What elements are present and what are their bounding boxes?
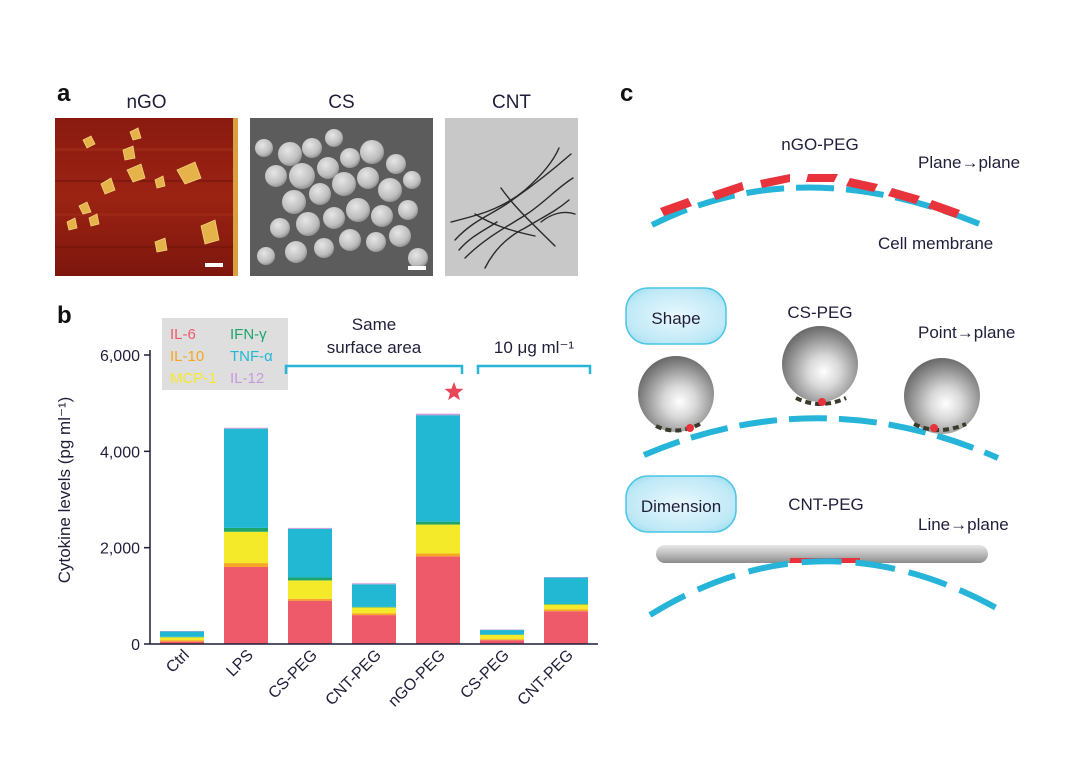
group-label-0-line1: Same bbox=[352, 315, 396, 334]
bar-4-IL-12 bbox=[416, 413, 460, 416]
bar-6-MCP-1 bbox=[544, 604, 588, 610]
bar-2-MCP-1 bbox=[288, 580, 332, 599]
cell-membrane-1 bbox=[650, 184, 984, 228]
cs-peg-label: CS-PEG bbox=[787, 303, 852, 322]
group-bracket-1 bbox=[476, 364, 592, 374]
bar-0-IL-10 bbox=[160, 640, 204, 642]
bar-3-IL-10 bbox=[352, 613, 396, 616]
ngo-peg-label: nGO-PEG bbox=[781, 135, 858, 154]
ngo-image-title: nGO bbox=[126, 92, 167, 113]
bar-2-IL-12 bbox=[288, 527, 332, 529]
shape-button-label: Shape bbox=[651, 309, 700, 328]
bar-1-MCP-1 bbox=[224, 531, 268, 564]
cell-membrane-2 bbox=[642, 415, 1000, 461]
star-annotation bbox=[444, 382, 464, 401]
group-label-0-line2: surface area bbox=[327, 338, 422, 357]
cnt-image-title: CNT bbox=[491, 92, 532, 113]
bar-5-IL-6 bbox=[480, 640, 524, 644]
interaction-schematic: nGO-PEG Plane→plane Cell membrane Shape … bbox=[625, 135, 1020, 618]
bar-5-TNF-α bbox=[480, 630, 524, 635]
ngo-sheets bbox=[660, 174, 960, 218]
dimension-button-label: Dimension bbox=[641, 497, 721, 516]
chart-groups: Same surface area 10 μg ml⁻¹ bbox=[284, 315, 592, 401]
legend-box bbox=[162, 318, 288, 390]
line-plane-label: Line→plane bbox=[918, 515, 1009, 534]
x-tick-label-5: CS-PEG bbox=[457, 647, 512, 702]
y-tick-label: 0 bbox=[131, 637, 140, 654]
legend-item-IL-6: IL-6 bbox=[170, 326, 196, 343]
cell-membrane-3 bbox=[648, 558, 1002, 618]
legend-item-IFN-γ: IFN-γ bbox=[230, 326, 267, 343]
plane-plane-label: Plane→plane bbox=[918, 153, 1020, 172]
group-bracket-0 bbox=[284, 364, 464, 374]
x-tick-label-1: LPS bbox=[223, 647, 256, 680]
y-tick-label: 6,000 bbox=[100, 348, 140, 365]
x-tick-label-6: CNT-PEG bbox=[515, 647, 577, 709]
bar-1-TNF-α bbox=[224, 428, 268, 528]
cnt-tem-image bbox=[445, 118, 578, 276]
bar-2-IL-6 bbox=[288, 600, 332, 644]
bar-3-MCP-1 bbox=[352, 607, 396, 614]
bar-3-IL-6 bbox=[352, 615, 396, 644]
bar-6-IL-6 bbox=[544, 611, 588, 644]
sphere-1 bbox=[638, 356, 714, 432]
x-tick-label-2: CS-PEG bbox=[265, 647, 320, 702]
bar-4-IL-6 bbox=[416, 556, 460, 644]
cs-image-title: CS bbox=[328, 92, 355, 113]
bar-6-IL-10 bbox=[544, 609, 588, 612]
x-tick-label-3: CNT-PEG bbox=[323, 647, 385, 709]
bar-4-IFN-γ bbox=[416, 521, 460, 525]
bar-0-MCP-1 bbox=[160, 637, 204, 641]
bar-0-TNF-α bbox=[160, 631, 204, 637]
bar-2-IL-10 bbox=[288, 598, 332, 601]
bar-3-IL-12 bbox=[352, 583, 396, 585]
bar-4-TNF-α bbox=[416, 415, 460, 522]
y-axis-label: Cytokine levels (pg ml⁻¹) bbox=[55, 397, 74, 584]
y-tick-label: 4,000 bbox=[100, 444, 140, 461]
bar-4-IL-10 bbox=[416, 553, 460, 557]
panel-a-letter: a bbox=[57, 80, 71, 107]
bar-4-MCP-1 bbox=[416, 524, 460, 554]
panel-b-letter: b bbox=[57, 302, 72, 329]
bar-6-TNF-α bbox=[544, 577, 588, 605]
group-label-1: 10 μg ml⁻¹ bbox=[494, 338, 575, 357]
bar-1-IL-12 bbox=[224, 427, 268, 429]
cnt-peg-label: CNT-PEG bbox=[788, 495, 864, 514]
bar-0-IL-6 bbox=[160, 641, 204, 644]
sphere-2 bbox=[782, 326, 858, 402]
point-plane-label: Point→plane bbox=[918, 323, 1015, 342]
y-tick-label: 2,000 bbox=[100, 541, 140, 558]
ngo-afm-image bbox=[55, 118, 238, 276]
cnt-rod bbox=[656, 545, 988, 563]
panel-c-letter: c bbox=[620, 80, 634, 107]
bar-1-IFN-γ bbox=[224, 527, 268, 532]
shape-button: Shape bbox=[625, 287, 727, 345]
bar-1-IL-6 bbox=[224, 566, 268, 644]
legend-item-MCP-1: MCP-1 bbox=[170, 370, 217, 387]
sphere-3 bbox=[904, 358, 980, 434]
cell-membrane-label: Cell membrane bbox=[878, 234, 993, 253]
bar-3-TNF-α bbox=[352, 584, 396, 607]
chart-bars bbox=[160, 413, 588, 644]
legend-item-IL-12: IL-12 bbox=[230, 370, 264, 387]
bar-2-IFN-γ bbox=[288, 577, 332, 581]
bar-5-MCP-1 bbox=[480, 634, 524, 640]
cs-sem-image bbox=[250, 118, 433, 276]
dimension-button: Dimension bbox=[625, 475, 737, 533]
x-tick-label-0: Ctrl bbox=[163, 647, 193, 677]
legend-item-TNF-α: TNF-α bbox=[230, 348, 273, 365]
legend-item-IL-10: IL-10 bbox=[170, 348, 204, 365]
bar-2-TNF-α bbox=[288, 528, 332, 578]
bar-5-IL-10 bbox=[480, 639, 524, 641]
bar-1-IL-10 bbox=[224, 563, 268, 567]
x-tick-label-4: nGO-PEG bbox=[385, 647, 449, 711]
